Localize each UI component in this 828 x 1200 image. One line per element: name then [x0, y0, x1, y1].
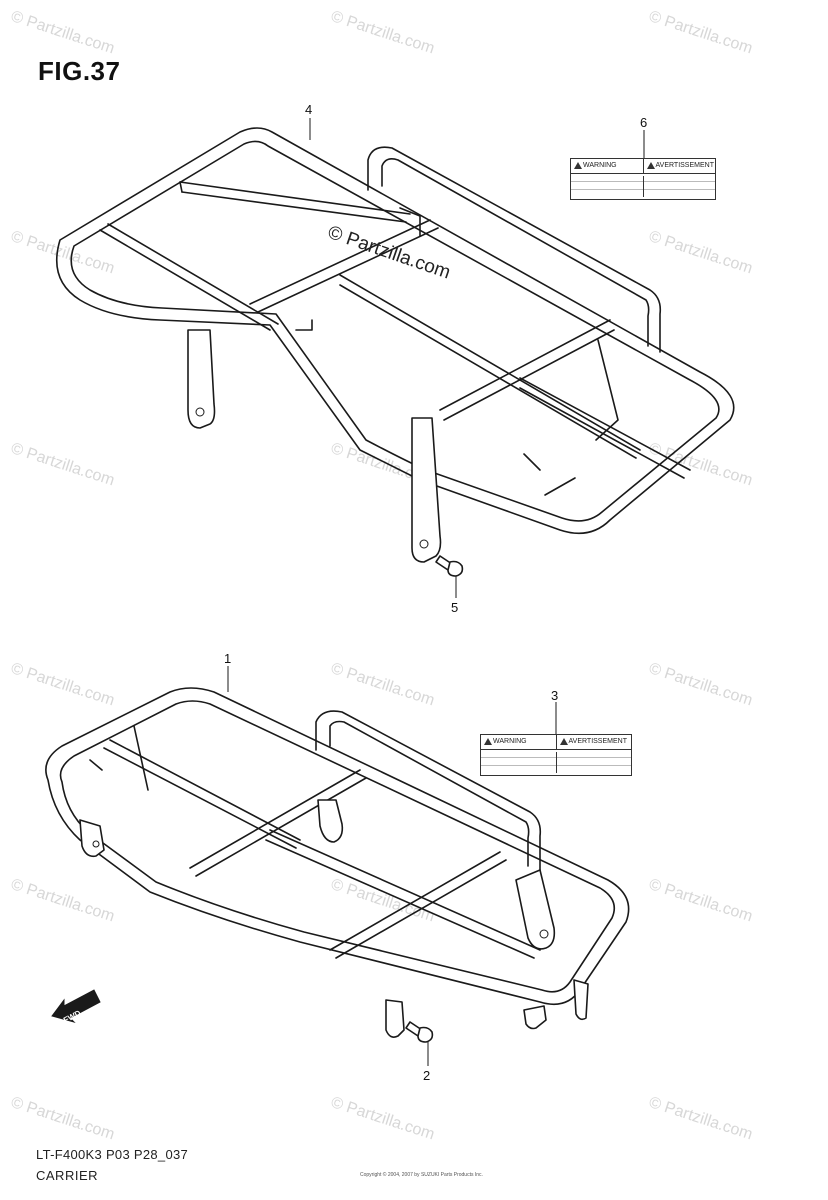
warning-triangle-icon: [574, 162, 582, 169]
warning-triangle-icon: [646, 162, 655, 169]
warning-triangle-icon: [484, 738, 492, 745]
callout-3[interactable]: 3: [551, 688, 559, 703]
front-carrier-frame: [56, 127, 735, 563]
callout-2[interactable]: 2: [423, 1068, 431, 1083]
warning-label-text: WARNING: [493, 738, 527, 745]
footer-copyright: Copyright © 2004, 2007 by SUZUKI Parts P…: [360, 1172, 483, 1178]
figure-caption: CARRIER: [36, 1168, 99, 1183]
warning-label-upper: WARNING AVERTISSEMENT: [570, 158, 716, 200]
model-code: LT-F400K3 P03 P28_037: [36, 1147, 189, 1162]
warning-triangle-icon: [559, 738, 568, 745]
callout-6[interactable]: 6: [640, 115, 648, 130]
bolt-5: [435, 555, 464, 577]
warning-label-lower: WARNING AVERTISSEMENT: [480, 734, 632, 776]
bolt-2: [405, 1021, 434, 1043]
forward-arrow: [51, 989, 101, 1023]
callout-1[interactable]: 1: [224, 651, 232, 666]
avertissement-label-text: AVERTISSEMENT: [655, 162, 714, 169]
figure-title: FIG.37: [38, 56, 121, 86]
avertissement-label-text: AVERTISSEMENT: [568, 738, 627, 745]
callout-5[interactable]: 5: [451, 600, 459, 615]
rear-carrier-frame: [45, 687, 630, 1038]
warning-label-text: WARNING: [583, 162, 617, 169]
callout-4[interactable]: 4: [305, 102, 313, 117]
